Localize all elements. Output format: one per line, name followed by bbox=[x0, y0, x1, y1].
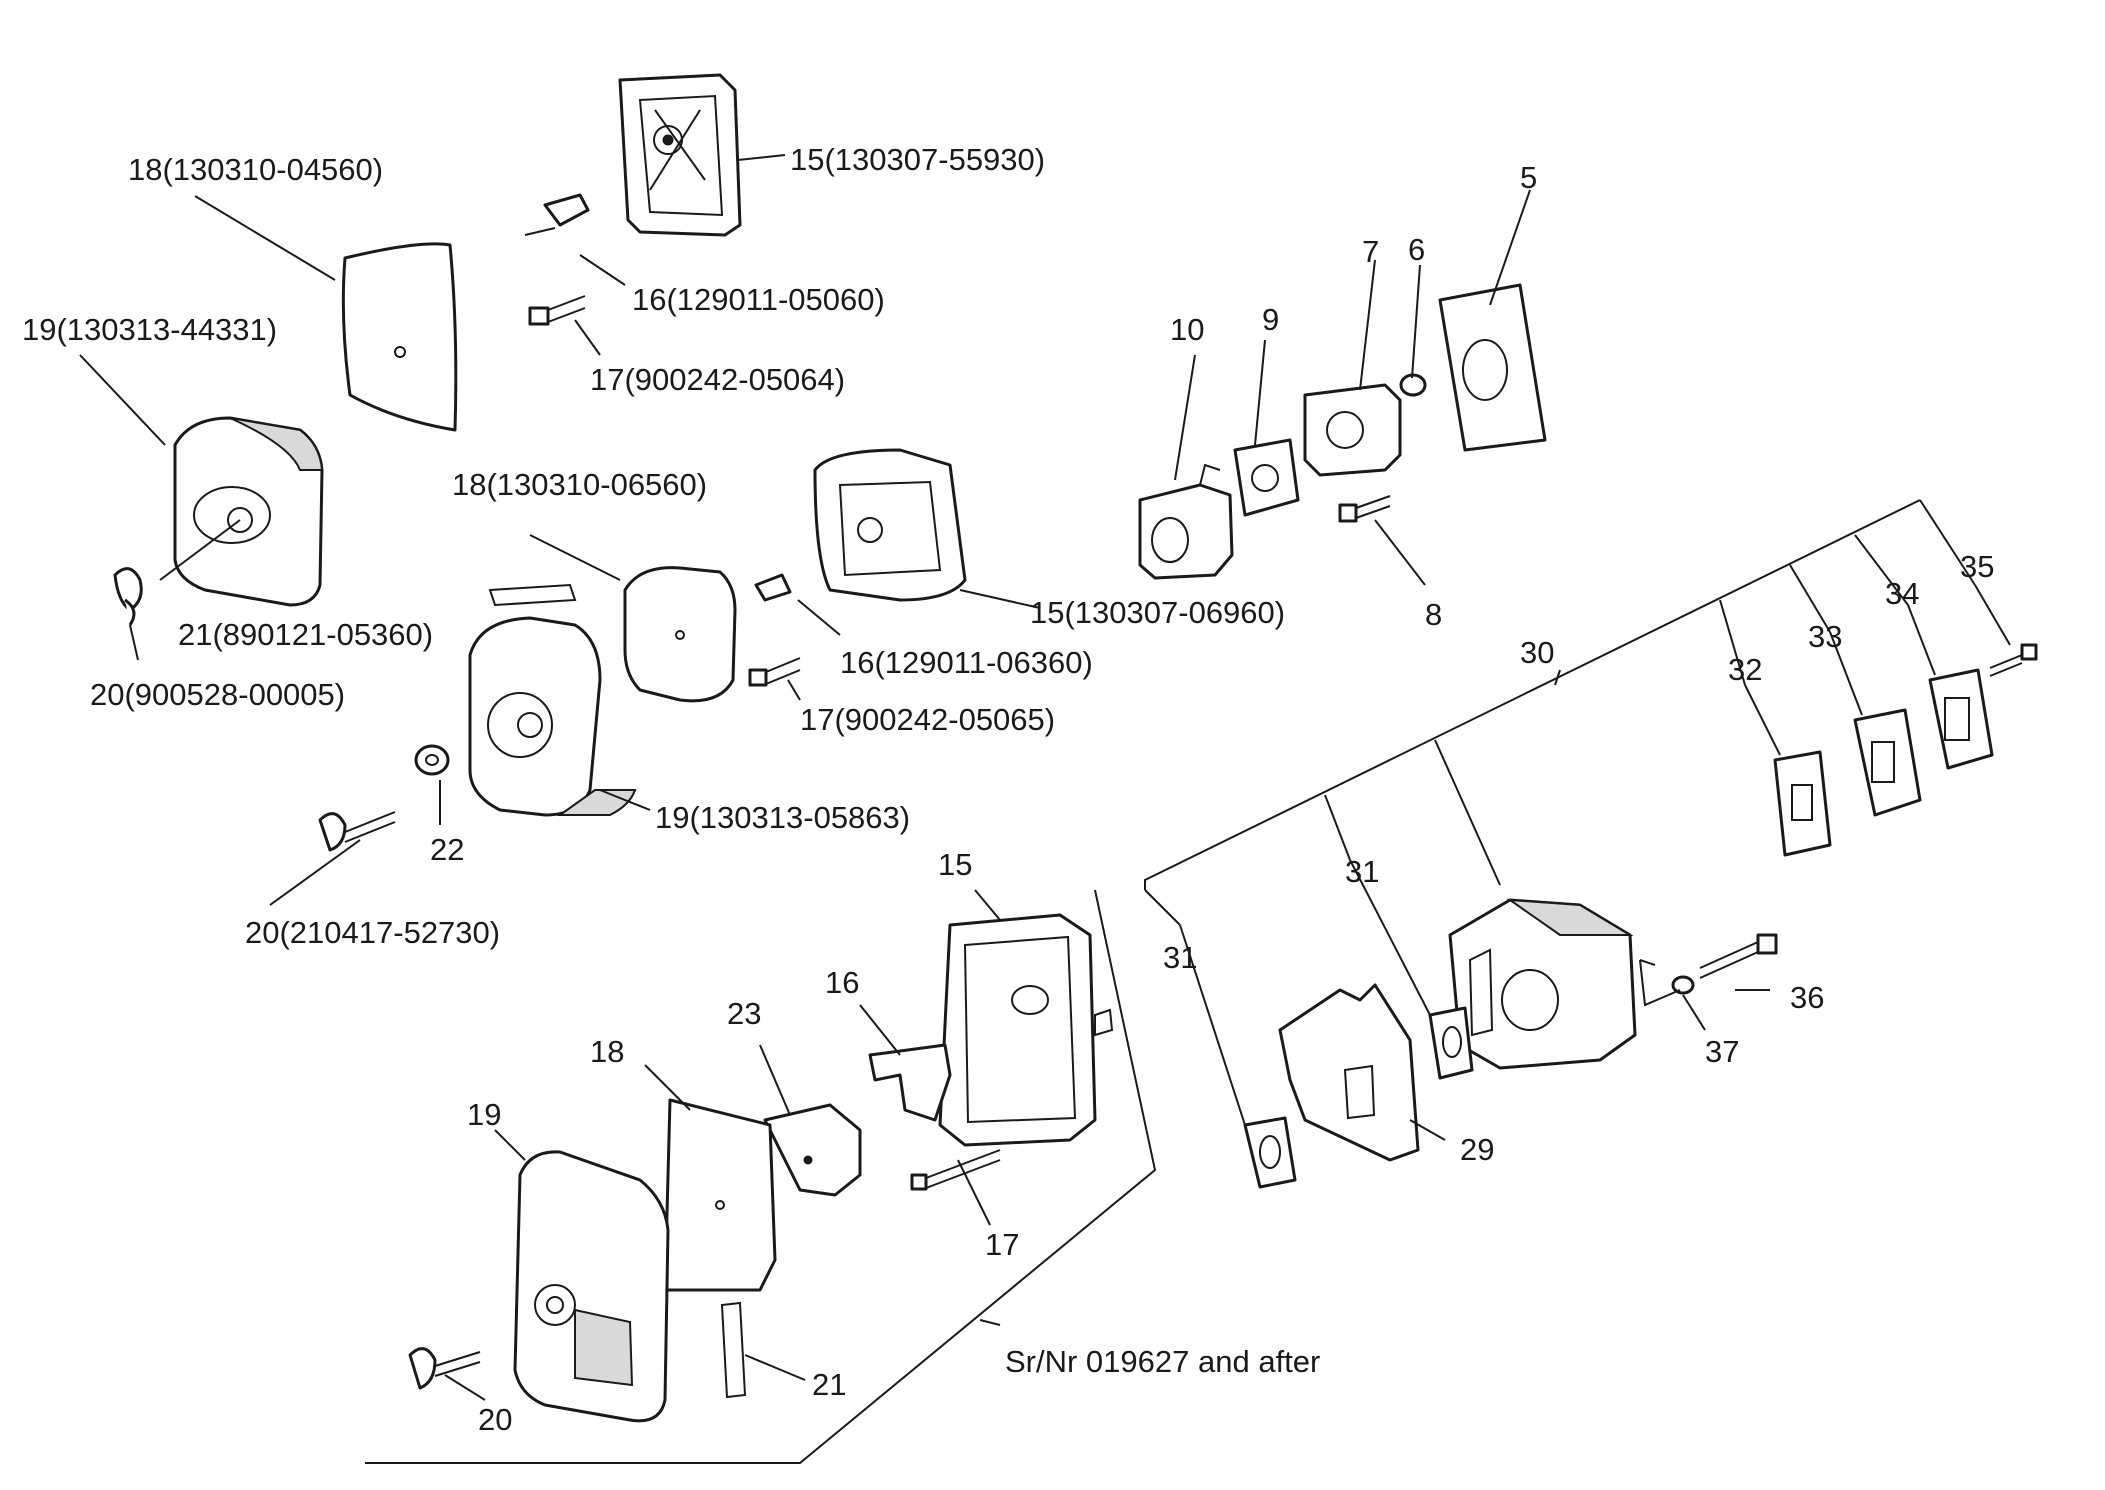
label-35: 35 bbox=[1960, 549, 1994, 584]
assembly-bracket-30 bbox=[1144, 499, 1976, 1007]
gasket-32 bbox=[1773, 750, 1832, 857]
label-17-900242-05065: 17(900242-05065) bbox=[800, 702, 1055, 737]
label-37: 37 bbox=[1705, 1034, 1739, 1069]
label-33: 33 bbox=[1808, 619, 1842, 654]
wing-bolt-middle bbox=[318, 811, 396, 852]
label-21-890121-05360: 21(890121-05360) bbox=[178, 617, 433, 652]
label-16-129011-06360: 16(129011-06360) bbox=[840, 645, 1093, 680]
leader-lines bbox=[79, 154, 2011, 1401]
label-32: 32 bbox=[1728, 652, 1762, 687]
label-22: 22 bbox=[430, 832, 464, 867]
label-10: 10 bbox=[1170, 312, 1204, 347]
air-cleaner-cover-bottom bbox=[513, 1150, 670, 1423]
serial-region-boundary bbox=[365, 889, 1157, 1464]
insulator-gasket bbox=[1233, 438, 1300, 517]
washer-37 bbox=[1671, 975, 1695, 995]
part-labels: 18(130310-04560) 19(130313-44331) 15(130… bbox=[22, 142, 1994, 1437]
carburetor bbox=[1138, 463, 1234, 580]
label-19-130313-44331: 19(130313-44331) bbox=[22, 312, 277, 347]
label-18-130310-04560: 18(130310-04560) bbox=[128, 152, 383, 187]
label-7: 7 bbox=[1362, 234, 1379, 269]
label-21: 21 bbox=[812, 1367, 846, 1402]
label-17-900242-05064: 17(900242-05064) bbox=[590, 362, 845, 397]
screw-35 bbox=[1989, 643, 2038, 677]
insulator bbox=[1303, 383, 1402, 477]
wing-nut-left bbox=[113, 567, 143, 626]
air-cleaner-case-top bbox=[618, 73, 742, 237]
label-29: 29 bbox=[1460, 1132, 1494, 1167]
label-5: 5 bbox=[1520, 160, 1537, 195]
bolt-middle bbox=[748, 657, 801, 687]
label-6: 6 bbox=[1408, 232, 1425, 267]
gasket-5 bbox=[1438, 283, 1547, 452]
label-17: 17 bbox=[985, 1227, 1019, 1262]
holder-23 bbox=[763, 1103, 862, 1197]
label-16-129011-05060: 16(129011-05060) bbox=[632, 282, 885, 317]
gasket-31-left bbox=[1243, 1116, 1297, 1189]
wing-bolt-bottom bbox=[408, 1347, 481, 1390]
label-16: 16 bbox=[825, 965, 859, 1000]
spark-arrester-34 bbox=[1928, 668, 1994, 770]
washer bbox=[414, 744, 450, 776]
label-18-130310-06560: 18(130310-06560) bbox=[452, 467, 707, 502]
label-31-right: 31 bbox=[1345, 854, 1379, 889]
serial-note: Sr/Nr 019627 and after bbox=[1005, 1344, 1320, 1379]
label-31-left: 31 bbox=[1163, 940, 1197, 975]
gasket-31-right bbox=[1428, 1006, 1474, 1080]
bracket-16 bbox=[868, 1043, 952, 1122]
label-8: 8 bbox=[1425, 597, 1442, 632]
label-20: 20 bbox=[478, 1402, 512, 1437]
label-36: 36 bbox=[1790, 980, 1824, 1015]
gasket-strip bbox=[488, 583, 577, 607]
air-filter-top bbox=[341, 242, 458, 432]
label-20-900528-00005: 20(900528-00005) bbox=[90, 677, 345, 712]
label-19: 19 bbox=[467, 1097, 501, 1132]
label-23: 23 bbox=[727, 996, 761, 1031]
bolt-36 bbox=[1699, 933, 1778, 979]
label-15-130307-55930: 15(130307-55930) bbox=[790, 142, 1045, 177]
bolt-17-bottom bbox=[910, 1149, 1001, 1191]
label-15: 15 bbox=[938, 847, 972, 882]
bolt-8 bbox=[1338, 495, 1391, 523]
heat-shield bbox=[1278, 983, 1420, 1162]
label-18: 18 bbox=[590, 1034, 624, 1069]
label-20-210417-52730: 20(210417-52730) bbox=[245, 915, 500, 950]
label-9: 9 bbox=[1262, 302, 1279, 337]
bolt-top bbox=[528, 295, 586, 326]
air-filter-bottom bbox=[663, 1098, 777, 1292]
air-filter-middle bbox=[623, 566, 737, 703]
air-cleaner-case-middle bbox=[813, 448, 967, 602]
label-30: 30 bbox=[1520, 635, 1554, 670]
gasket-21-bottom bbox=[720, 1301, 747, 1399]
label-34: 34 bbox=[1885, 576, 1919, 611]
air-cleaner-case-bottom bbox=[938, 913, 1114, 1147]
plate-33 bbox=[1853, 708, 1922, 817]
label-19-130313-05863: 19(130313-05863) bbox=[655, 800, 910, 835]
air-cleaner-cover-left bbox=[173, 416, 324, 607]
bracket-middle bbox=[754, 573, 792, 602]
bracket-top bbox=[524, 193, 590, 236]
label-15-130307-06960: 15(130307-06960) bbox=[1030, 595, 1285, 630]
air-cleaner-cover-middle bbox=[468, 616, 637, 817]
muffler bbox=[1448, 898, 1637, 1070]
